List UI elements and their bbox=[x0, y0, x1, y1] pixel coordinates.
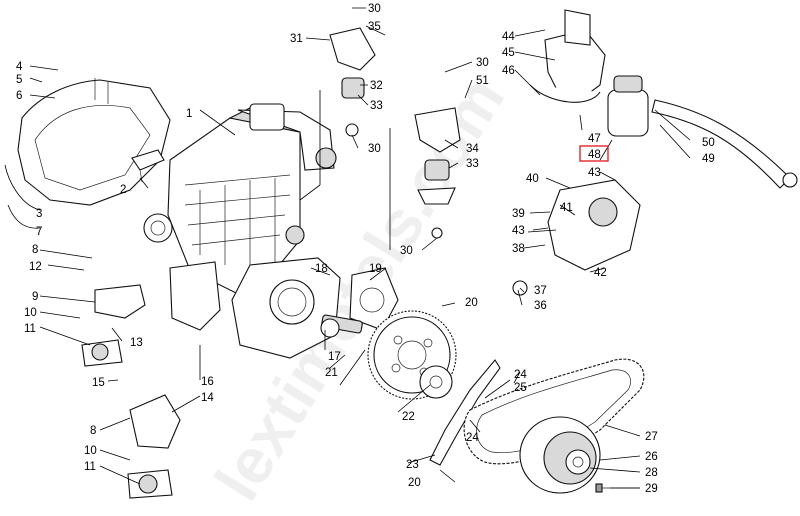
callout-1: 1 bbox=[186, 108, 192, 120]
callout-32: 32 bbox=[370, 80, 383, 92]
callout-18: 18 bbox=[315, 263, 328, 275]
callout-50: 50 bbox=[702, 137, 715, 149]
callout-45: 45 bbox=[502, 47, 515, 59]
callout-33a: 33 bbox=[370, 100, 383, 112]
callout-29: 29 bbox=[645, 483, 658, 495]
callout-36: 36 bbox=[534, 300, 547, 312]
callout-11a: 11 bbox=[24, 323, 36, 335]
engine-mount-top-part bbox=[329, 27, 461, 239]
callout-11b: 11 bbox=[84, 461, 96, 473]
callout-27: 27 bbox=[645, 431, 658, 443]
rear-engine-mount-part bbox=[127, 394, 181, 499]
callout-48: 48 bbox=[588, 149, 601, 161]
callout-13: 13 bbox=[130, 337, 143, 349]
callout-30b: 30 bbox=[368, 143, 381, 155]
callout-23: 23 bbox=[406, 459, 419, 471]
callout-30c: 30 bbox=[476, 57, 489, 69]
callout-30d: 30 bbox=[400, 245, 413, 257]
callout-41: 41 bbox=[560, 202, 573, 214]
callout-22: 22 bbox=[402, 411, 415, 423]
callout-26: 26 bbox=[645, 451, 658, 463]
mounting-bracket-part bbox=[429, 359, 501, 466]
callout-33b: 33 bbox=[466, 158, 479, 170]
callout-35: 35 bbox=[368, 21, 381, 33]
callout-39: 39 bbox=[512, 208, 525, 220]
callout-37: 37 bbox=[534, 285, 547, 297]
callout-19: 19 bbox=[369, 263, 382, 275]
callout-20b: 20 bbox=[408, 477, 421, 489]
callout-43b: 43 bbox=[512, 225, 525, 237]
callout-51: 51 bbox=[476, 75, 489, 87]
fuel-filter-bracket-part bbox=[529, 9, 606, 103]
callout-24a: 24 bbox=[514, 369, 527, 381]
callout-10a: 10 bbox=[24, 307, 37, 319]
callout-28: 28 bbox=[645, 467, 658, 479]
callout-47: 47 bbox=[588, 133, 601, 145]
callout-15: 15 bbox=[92, 377, 105, 389]
hub-part bbox=[419, 365, 453, 399]
callout-42: 42 bbox=[594, 267, 607, 279]
callout-43a: 43 bbox=[588, 167, 601, 179]
front-engine-mount-part bbox=[81, 284, 146, 367]
callout-labels: 1 2 3 4 5 6 7 8 9 10 11 12 13 14 15 16 8… bbox=[16, 3, 715, 495]
drive-clutch-part bbox=[519, 416, 601, 494]
callout-38: 38 bbox=[512, 243, 525, 255]
callout-20a: 20 bbox=[465, 297, 478, 309]
callout-14: 14 bbox=[201, 392, 214, 404]
callout-34: 34 bbox=[466, 143, 479, 155]
callout-2: 2 bbox=[120, 184, 126, 196]
callout-25: 25 bbox=[514, 382, 527, 394]
callout-48-highlight-box bbox=[579, 145, 609, 162]
callout-21: 21 bbox=[325, 367, 338, 379]
drive-shaft-part bbox=[320, 314, 363, 338]
leader-lines bbox=[4, 7, 691, 489]
callout-30a: 30 bbox=[368, 3, 381, 15]
callout-8a: 8 bbox=[32, 244, 38, 256]
drive-belt-part bbox=[463, 358, 645, 465]
callout-3: 3 bbox=[36, 208, 42, 220]
callout-31: 31 bbox=[290, 33, 303, 45]
callout-16: 16 bbox=[201, 376, 214, 388]
callout-17: 17 bbox=[328, 351, 341, 363]
crankcase-cover-part bbox=[231, 257, 399, 359]
callout-46: 46 bbox=[502, 65, 515, 77]
belt-guard-part bbox=[17, 78, 171, 206]
callout-12: 12 bbox=[29, 261, 42, 273]
starter-bracket-part bbox=[512, 179, 641, 296]
callout-8b: 8 bbox=[90, 425, 96, 437]
callout-9: 9 bbox=[32, 291, 38, 303]
engine-block-part bbox=[143, 103, 337, 331]
callout-24b: 24 bbox=[466, 432, 479, 444]
callout-49: 49 bbox=[702, 153, 715, 165]
callout-40: 40 bbox=[526, 173, 539, 185]
callout-10b: 10 bbox=[84, 445, 97, 457]
callout-6: 6 bbox=[16, 90, 22, 102]
callout-4: 4 bbox=[16, 61, 23, 73]
callout-7: 7 bbox=[36, 226, 42, 238]
callout-44: 44 bbox=[502, 31, 515, 43]
callout-5: 5 bbox=[16, 74, 22, 86]
fuel-filter-part bbox=[607, 75, 798, 189]
